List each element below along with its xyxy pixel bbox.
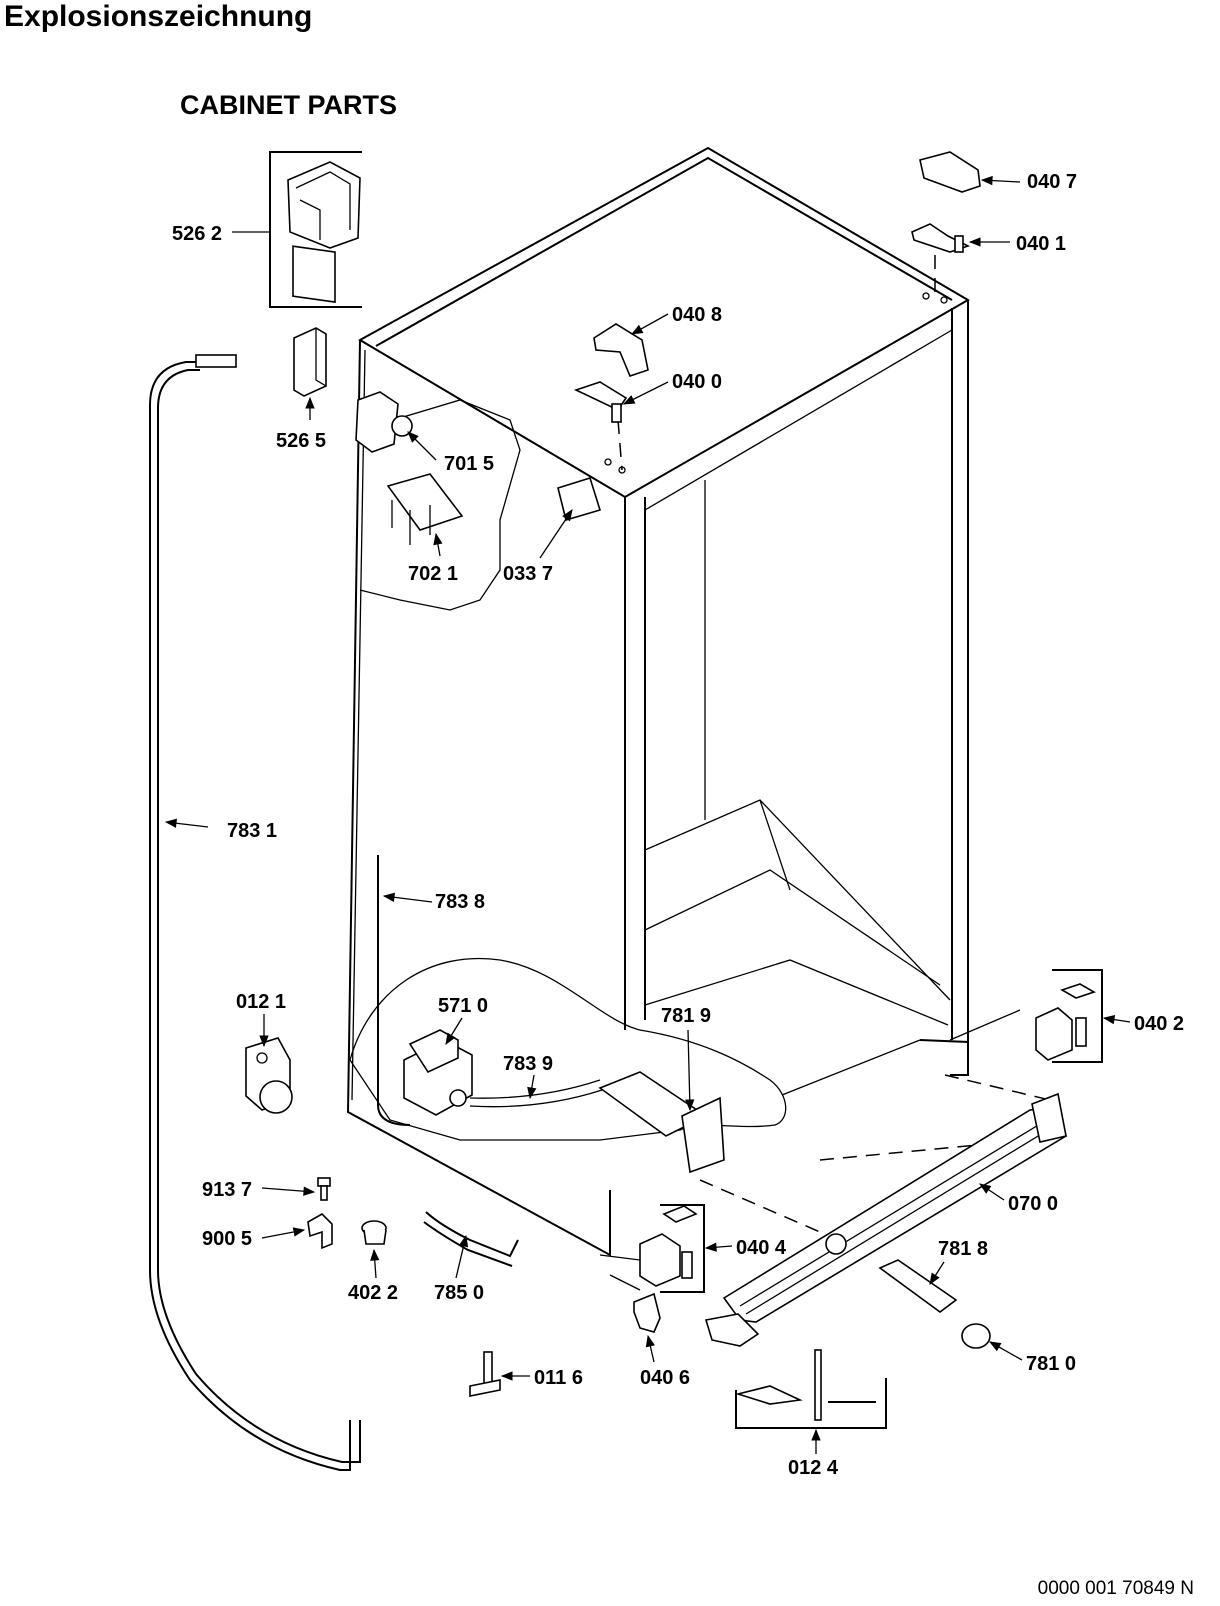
roller-assembly [245, 1037, 293, 1114]
callout-7831: 783 1 [227, 820, 277, 842]
callout-0116: 011 6 [534, 1367, 583, 1389]
bracket-0406 [633, 1292, 661, 1333]
callout-0404: 040 4 [736, 1237, 787, 1259]
water-valve [403, 1029, 473, 1116]
accessory-group-0124 [735, 1349, 887, 1429]
front-kickplate [704, 1092, 1067, 1347]
callout-9005: 900 5 [202, 1228, 252, 1250]
callout-7810: 781 0 [1026, 1353, 1076, 1375]
water-tube [149, 354, 361, 1471]
hinge-hole-4 [618, 466, 626, 474]
cutaway-outline-bottom [349, 957, 787, 1141]
vertical-tube [377, 855, 411, 1126]
switch-housing [355, 391, 413, 453]
drain-tube-7850-b [423, 1221, 513, 1267]
callout-7819: 781 9 [661, 1005, 711, 1027]
valve-outlet-tube [469, 1079, 601, 1099]
screw-9137 [317, 1177, 331, 1201]
callout-0337: 033 7 [503, 563, 553, 585]
hinge-hole-1 [940, 296, 948, 304]
leveling-leg [469, 1351, 501, 1397]
center-hinge-cover [593, 323, 649, 377]
document-number: 0000 001 70849 N [1037, 1578, 1194, 1599]
cabinet-body [346, 146, 970, 1257]
callout-5262: 526 2 [172, 223, 222, 245]
filter-housing [598, 1071, 725, 1174]
assembly-line-3 [699, 1179, 851, 1246]
callout-7015: 701 5 [444, 453, 494, 475]
callout-7838: 783 8 [435, 891, 485, 913]
valve-outlet-tube-2 [469, 1089, 603, 1108]
callout-5265: 526 5 [276, 430, 326, 452]
callout-4022: 402 2 [348, 1282, 398, 1304]
assembly-line-2 [819, 1139, 1031, 1161]
callout-7818: 781 8 [938, 1238, 988, 1260]
callout-0121: 012 1 [236, 991, 286, 1013]
bracket-group-0404 [599, 1204, 705, 1293]
callout-0700: 070 0 [1008, 1193, 1058, 1215]
assembly-line-1 [944, 1074, 1051, 1101]
drain-tube-7850 [425, 1211, 519, 1258]
callout-0400: 040 0 [672, 371, 722, 393]
page-title: Explosionszeichnung [4, 0, 313, 33]
callout-0401: 040 1 [1016, 233, 1066, 255]
top-hinge-bracket [911, 223, 971, 253]
callout-0402: 040 2 [1134, 1013, 1184, 1035]
callout-0124: 012 4 [788, 1457, 839, 1479]
callout-7850: 785 0 [434, 1282, 484, 1304]
clip-9005 [307, 1213, 333, 1250]
part-5265 [293, 327, 327, 397]
hinge-hole-3 [604, 458, 612, 466]
callout-0408: 040 8 [672, 304, 722, 326]
callout-7021: 702 1 [408, 563, 458, 585]
callout-9137: 913 7 [202, 1179, 252, 1201]
plug-4022 [361, 1220, 387, 1245]
leader-lines [164, 175, 1131, 1454]
cutaway-outline-top [359, 399, 521, 611]
water-filter-cartridge [878, 1259, 991, 1349]
top-hinge-cover [919, 151, 981, 193]
callout-0406: 040 6 [640, 1367, 690, 1389]
actuator-part [386, 473, 464, 545]
callout-7839: 783 9 [503, 1053, 553, 1075]
control-box-group [269, 151, 362, 308]
diagram-title: CABINET PARTS [180, 90, 398, 120]
assembly-line-5 [617, 419, 623, 471]
callout-5710: 571 0 [438, 995, 488, 1017]
callout-0407: 040 7 [1027, 171, 1077, 193]
hinge-hole-2 [922, 292, 930, 300]
bracket-group-0402 [949, 969, 1103, 1063]
clip-0337 [557, 476, 602, 522]
center-hinge-bracket [573, 381, 628, 423]
